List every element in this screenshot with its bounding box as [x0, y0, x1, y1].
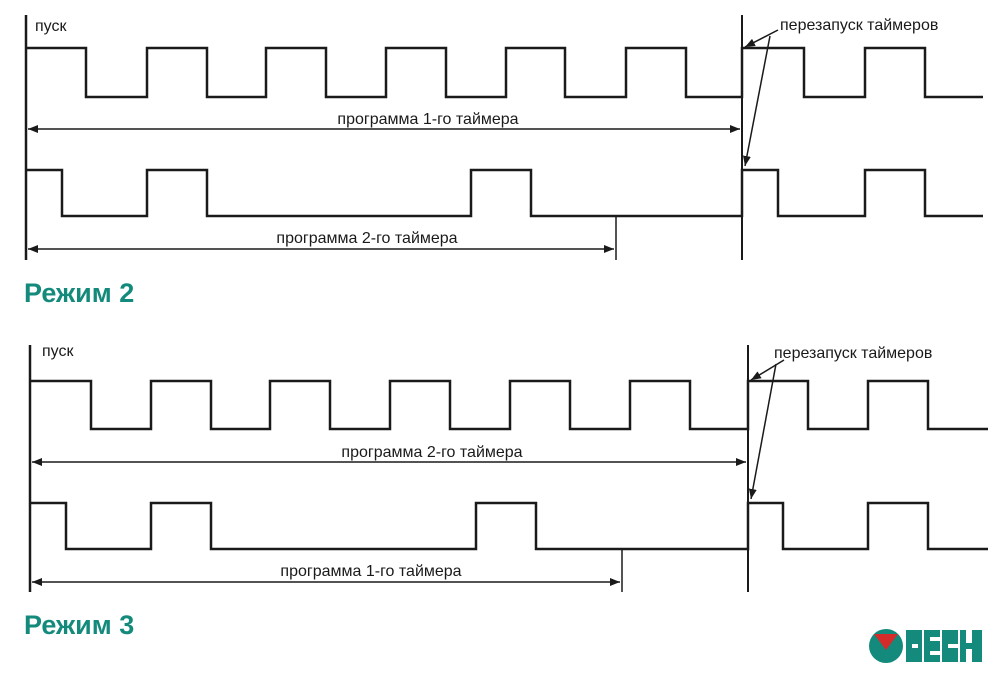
start-label: пуск [35, 18, 67, 35]
timer-waveform-upper [30, 379, 988, 431]
mode-3-diagram: пуск перезапуск таймеров программа 2-го … [24, 343, 988, 640]
restart-pointer [744, 29, 779, 48]
start-label: пуск [42, 343, 74, 360]
timer-waveform-lower [26, 168, 983, 218]
program-label-upper: программа 2-го таймера [341, 444, 522, 461]
mode-2-diagram: пуск перезапуск таймеров программа 1-го … [24, 15, 983, 308]
restart-pointer [750, 359, 785, 381]
timer-waveform-lower [30, 501, 988, 551]
program-label-lower: программа 1-го таймера [280, 563, 461, 580]
oven-logo [869, 629, 982, 663]
mode-heading: Режим 2 [24, 278, 134, 308]
timer-waveform-upper [26, 46, 983, 99]
program-label-lower: программа 2-го таймера [276, 230, 457, 247]
mode-heading: Режим 3 [24, 610, 134, 640]
restart-label: перезапуск таймеров [780, 17, 938, 34]
restart-pointer [748, 363, 777, 500]
restart-pointer [742, 35, 771, 167]
restart-label: перезапуск таймеров [774, 345, 932, 362]
program-label-upper: программа 1-го таймера [337, 111, 518, 128]
